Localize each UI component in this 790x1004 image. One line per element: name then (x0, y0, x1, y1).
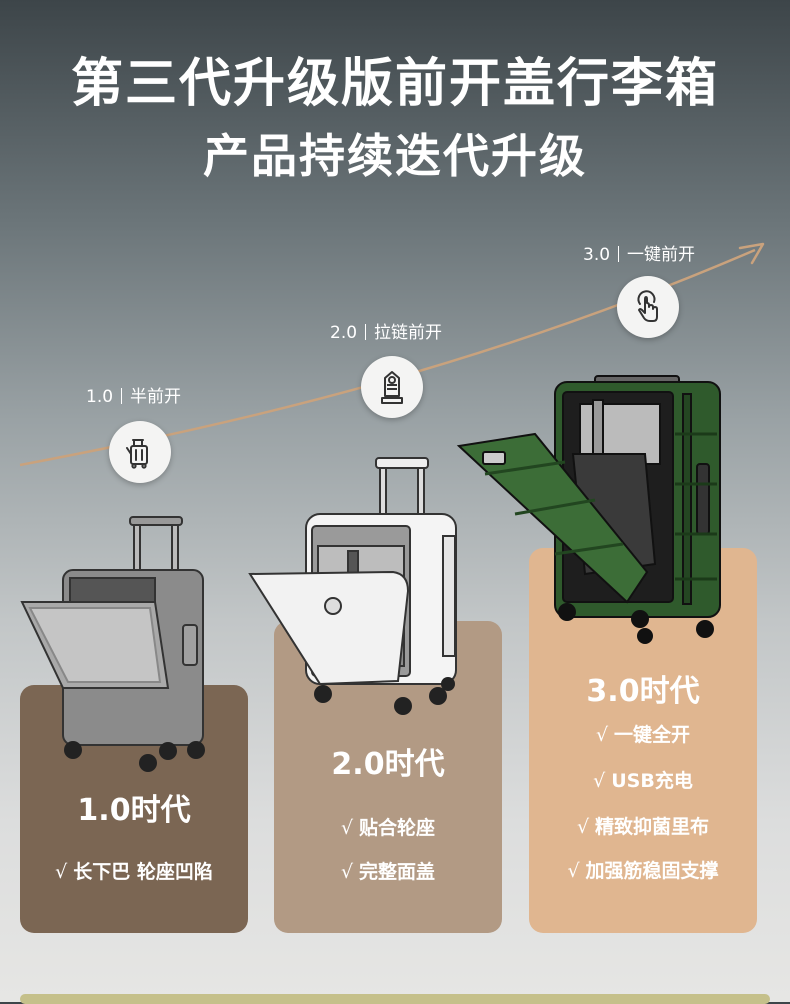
feature-item: √长下巴 轮座凹陷 (55, 861, 213, 883)
bottom-accent-bar (20, 994, 770, 1004)
feature-item: √精致抑菌里布 (576, 816, 710, 838)
headline-line-1: 第三代升级版前开盖行李箱 (70, 54, 719, 114)
feature-item: √加强筋稳固支撑 (567, 860, 719, 882)
panel-title: 1.0时代 (77, 793, 191, 828)
feature-item: √USB充电 (593, 770, 693, 792)
panel-title: 3.0时代 (586, 674, 700, 709)
suitcase-icon (109, 421, 171, 483)
suitcase-3-image (456, 375, 721, 644)
press-button-icon (617, 276, 679, 338)
feature-item: √贴合轮座 (340, 817, 436, 839)
feature-item: √一键全开 (595, 724, 691, 746)
zipper-icon (361, 356, 423, 418)
panel-title: 2.0时代 (331, 747, 445, 782)
suitcase-1-image (20, 516, 205, 772)
suitcase-2-image (248, 457, 457, 715)
headline-line-2: 产品持续迭代升级 (203, 129, 587, 183)
feature-item: √完整面盖 (340, 861, 436, 883)
